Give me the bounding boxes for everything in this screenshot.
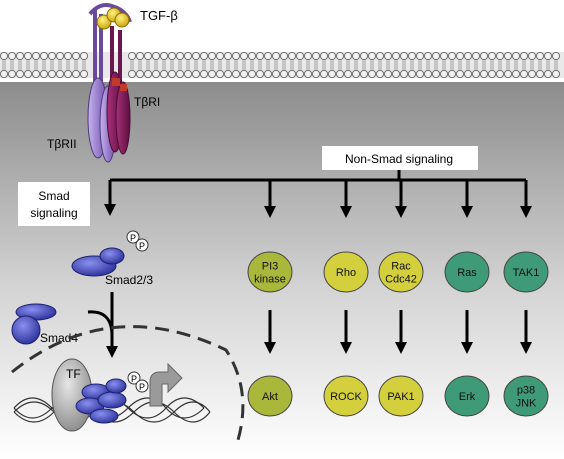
- upstream-node-label: Ras: [457, 267, 477, 279]
- ligand-label: TGF-β: [140, 8, 178, 23]
- downstream-node-label: PAK1: [387, 391, 414, 403]
- phospho-circle: [127, 371, 141, 385]
- smad23-complex: P P: [71, 230, 149, 277]
- smad-signaling-label-line2: signaling: [30, 206, 77, 220]
- smad23-label: Smad2/3: [105, 273, 153, 287]
- phospho-circle: [126, 230, 140, 244]
- upstream-node-label: PI3: [262, 261, 279, 273]
- upstream-node: [444, 251, 490, 293]
- phospho-label: P: [139, 382, 145, 392]
- downstream-node: [503, 375, 549, 417]
- upstream-node: [323, 251, 369, 293]
- receptor-type2-label: TβRII: [47, 137, 77, 151]
- cell-membrane: [0, 52, 564, 79]
- tf-label: TF: [66, 367, 81, 381]
- smad4-label: Smad4: [40, 331, 78, 345]
- branch-arrows: [264, 180, 532, 354]
- downstream-node-label: JNK: [516, 398, 537, 410]
- downstream-node: [323, 375, 369, 417]
- upstream-node-label: Rac: [391, 261, 411, 273]
- smad-signaling-label-line1: Smad: [38, 189, 69, 203]
- upstream-node-label: TAK1: [513, 267, 540, 279]
- upstream-node: [247, 251, 293, 293]
- phospho-label: P: [131, 374, 137, 384]
- downstream-node-label: p38: [517, 385, 535, 397]
- upstream-node: [503, 251, 549, 293]
- smad-signaling-box: [18, 182, 90, 226]
- nuclear-smad-complex: P P: [75, 371, 149, 424]
- phospho-label: P: [139, 241, 145, 251]
- downstream-node: [378, 375, 424, 417]
- phospho-label: P: [130, 233, 136, 243]
- downstream-node-label: ROCK: [330, 391, 362, 403]
- non-smad-signaling-label: Non-Smad signaling: [345, 152, 453, 166]
- downstream-node: [247, 375, 293, 417]
- non-smad-signaling-box: [322, 146, 478, 170]
- downstream-node-label: Akt: [262, 391, 278, 403]
- downstream-node: [444, 375, 490, 417]
- phospho-circle: [135, 379, 149, 393]
- transcription-arrow-icon: [149, 362, 183, 407]
- upstream-node-label: Cdc42: [385, 274, 417, 286]
- upstream-node: [378, 251, 424, 293]
- downstream-node-label: Erk: [459, 391, 476, 403]
- smad-nuclear-arrows: [87, 292, 118, 358]
- upstream-node-label: Rho: [336, 267, 356, 279]
- receptor-type1-label: TβRI: [134, 95, 160, 109]
- receptor-complex: [87, 3, 132, 163]
- smad4-protein: [11, 303, 57, 345]
- signaling-branch-lines: [104, 170, 526, 216]
- phospho-circle: [135, 238, 149, 252]
- upstream-node-label: kinase: [254, 274, 286, 286]
